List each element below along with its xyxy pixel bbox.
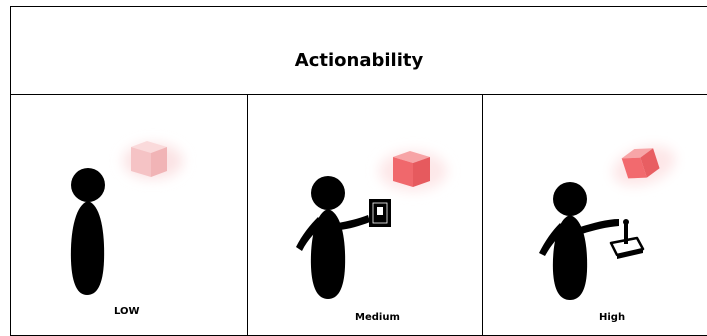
panel-label-low: LOW bbox=[114, 306, 140, 317]
standing-person-icon bbox=[539, 182, 619, 300]
cube-icon bbox=[608, 138, 680, 193]
cube-icon bbox=[379, 151, 447, 191]
cube-icon bbox=[123, 141, 183, 179]
standing-person-icon bbox=[71, 168, 105, 295]
page-title: Actionability bbox=[11, 50, 707, 72]
panel-label-high: High bbox=[599, 312, 625, 323]
panel-label-medium: Medium bbox=[355, 312, 400, 323]
medium-illustration bbox=[248, 95, 483, 335]
high-illustration bbox=[483, 95, 707, 335]
comparison-table: Actionability LOW bbox=[10, 6, 707, 336]
low-illustration bbox=[11, 95, 247, 335]
panel-low: LOW bbox=[11, 95, 247, 335]
panel-medium: Medium bbox=[247, 95, 482, 335]
table-header: Actionability bbox=[11, 7, 707, 95]
standing-person-icon bbox=[296, 176, 370, 299]
remote-control-icon bbox=[369, 199, 391, 227]
panel-high: High bbox=[482, 95, 707, 335]
